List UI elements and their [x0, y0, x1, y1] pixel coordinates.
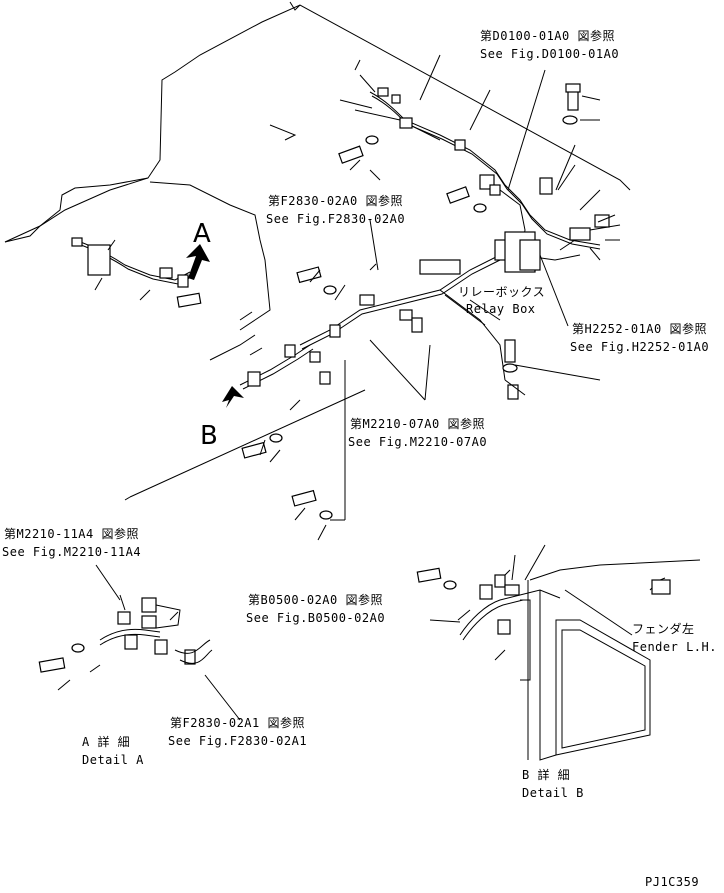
ref-d0100-en: See Fig.D0100-01A0 [480, 47, 620, 61]
ref-f2830-02a0-jp: 第F2830-02A0 図参照 [268, 194, 403, 208]
machine-body-outline [4, 1, 631, 521]
leader-lines [95, 54, 633, 721]
ref-m2210-07a0-jp: 第M2210-07A0 図参照 [350, 417, 485, 431]
ref-m2210-07a0-en: See Fig.M2210-07A0 [348, 435, 488, 449]
relay-box-label-jp: リレーボックス [458, 285, 546, 299]
ref-b0500-en: See Fig.B0500-02A0 [246, 611, 386, 625]
harness-components [71, 87, 610, 400]
bolts-and-washers [38, 83, 581, 673]
ref-b0500-jp: 第B0500-02A0 図参照 [248, 593, 383, 607]
relay-box-label-en: Relay Box [466, 302, 536, 316]
detail-b-caption-jp: B 詳 細 [522, 768, 571, 782]
detail-a-assembly [99, 594, 213, 665]
ref-f2830-02a1-jp: 第F2830-02A1 図参照 [170, 716, 305, 730]
view-b-marker: B [200, 421, 218, 451]
ref-f2830-02a0-en: See Fig.F2830-02A0 [266, 212, 406, 226]
ref-d0100-jp: 第D0100-01A0 図参照 [480, 29, 615, 43]
detail-b-assembly [459, 544, 701, 761]
detail-a-caption-jp: A 詳 細 [82, 735, 131, 749]
detail-a-caption-en: Detail A [82, 753, 144, 767]
view-a-arrow [186, 244, 244, 408]
detail-b-caption-en: Detail B [522, 786, 584, 800]
fender-label-jp: フェンダ左 [632, 622, 695, 636]
ref-m2210-11a4-en: See Fig.M2210-11A4 [2, 545, 142, 559]
view-a-marker: A [193, 219, 211, 249]
ref-h2252-en: See Fig.H2252-01A0 [570, 340, 710, 354]
ref-f2830-02a1-en: See Fig.F2830-02A1 [168, 734, 308, 748]
drawing-code: PJ1C359 [645, 875, 700, 889]
ref-h2252-jp: 第H2252-01A0 図参照 [572, 322, 707, 336]
ref-m2210-11a4-jp: 第M2210-11A4 図参照 [4, 527, 139, 541]
fender-label-en: Fender L.H. [632, 640, 717, 654]
